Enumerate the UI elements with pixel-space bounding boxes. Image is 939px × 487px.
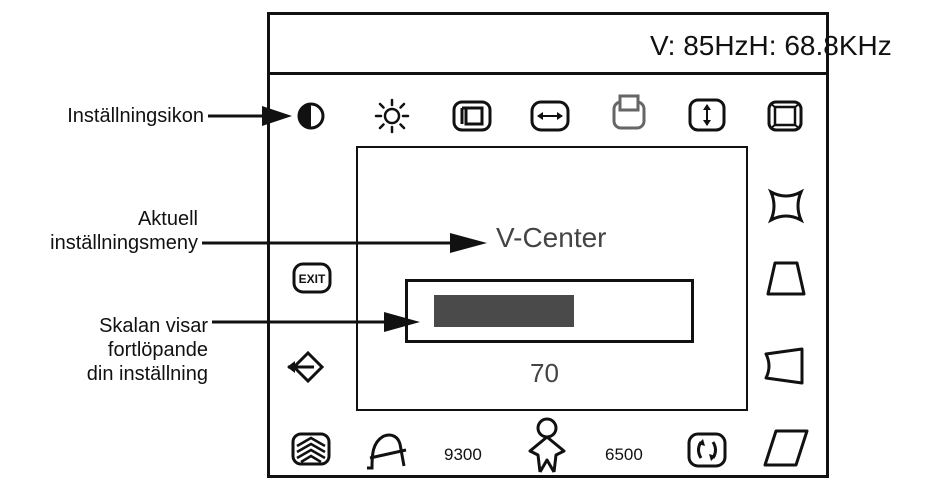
color-temp-9300[interactable]: 9300 (444, 445, 482, 464)
arrow-settings-icon (208, 106, 292, 126)
pincushion-icon[interactable] (767, 188, 805, 224)
rotation-icon[interactable] (687, 432, 727, 468)
brightness-icon[interactable] (374, 98, 410, 134)
svg-text:EXIT: EXIT (299, 272, 326, 286)
header-divider (267, 72, 829, 75)
callout-text: Inställningsikon (67, 105, 204, 127)
v-position-icon[interactable] (612, 92, 646, 132)
trapezoid-icon[interactable] (765, 260, 807, 298)
scale-track[interactable] (434, 295, 634, 327)
degauss-icon[interactable] (291, 432, 331, 466)
osd-frame (267, 12, 829, 478)
scale-fill (434, 295, 574, 327)
arrow-current-menu (202, 233, 487, 253)
callout-text: din inställning (86, 363, 208, 385)
frequency-readout: V: 85HzH: 68.8KHz (650, 30, 892, 61)
exit-icon[interactable]: EXIT (292, 262, 332, 294)
callout-text: fortlöpande (107, 339, 208, 361)
zoom-icon[interactable] (767, 100, 803, 132)
h-size-icon[interactable] (530, 100, 570, 132)
callout-text: Skalan visar (99, 315, 208, 337)
pin-balance-icon[interactable] (762, 346, 806, 386)
color-temp-6500[interactable]: 6500 (605, 445, 643, 464)
callout-text: inställningsmeny (50, 232, 198, 254)
settings-panel (356, 146, 748, 411)
scale-value: 70 (530, 358, 559, 388)
contrast-icon[interactable] (296, 100, 326, 132)
v-size-icon[interactable] (688, 98, 726, 132)
scale-box (405, 279, 694, 343)
parallelogram-icon[interactable] (762, 428, 810, 468)
callout-scale: Skalan visar fortlöpande din inställning (6, 314, 208, 386)
callout-current-menu: Aktuell inställningsmeny (6, 207, 198, 255)
color-temp-icon[interactable] (364, 428, 410, 470)
current-setting-title: V-Center (496, 222, 607, 253)
user-color-icon[interactable] (520, 416, 574, 474)
input-select-icon[interactable] (286, 350, 332, 384)
arrow-scale (212, 312, 420, 332)
callout-text: Aktuell (137, 208, 198, 230)
h-position-icon[interactable] (452, 100, 492, 132)
callout-settings-icon: Inställningsikon (12, 104, 204, 128)
